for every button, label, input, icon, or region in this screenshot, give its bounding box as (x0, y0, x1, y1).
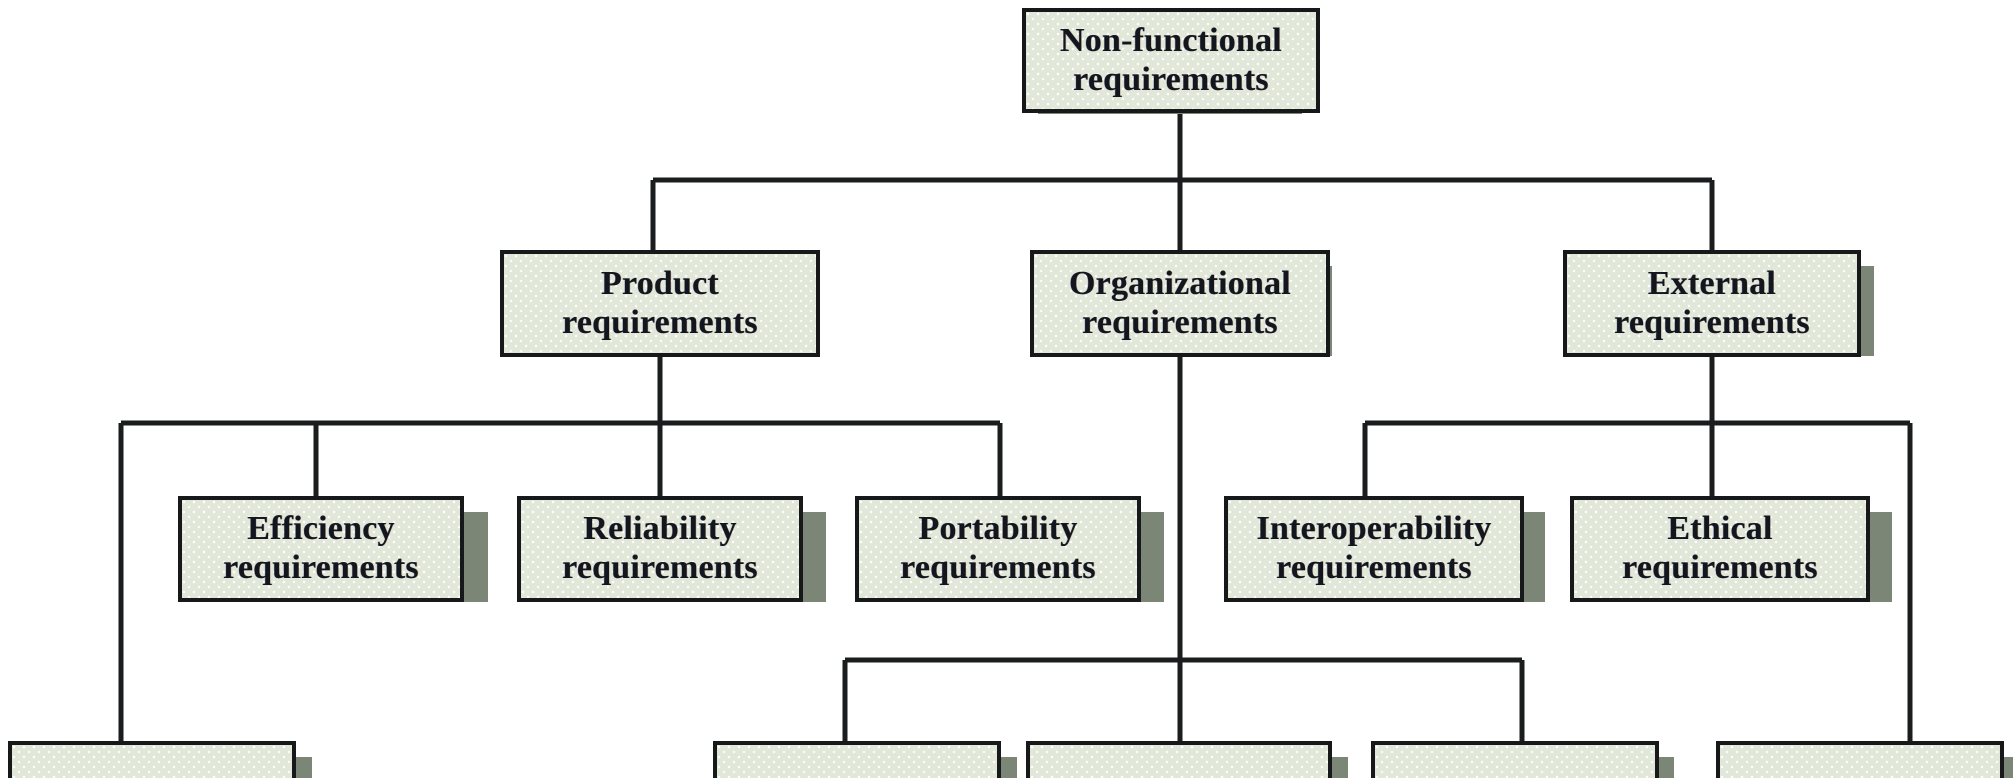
node-label-line1: Efficiency (247, 510, 395, 548)
node-interoperability-requirements[interactable]: Interoperability requirements (1224, 496, 1524, 602)
node-label-line1: Usability (86, 775, 218, 778)
node-label-line1: Interoperability (1256, 510, 1492, 548)
node-label-line2: requirements (562, 549, 758, 586)
node-efficiency-requirements[interactable]: Efficiency requirements (178, 496, 464, 602)
node-usability[interactable]: Usability (8, 741, 296, 778)
node-label-line1: External (1647, 264, 1777, 302)
node-label-line2: requirements (1276, 549, 1472, 586)
node-non-functional-requirements[interactable]: Non-functional requirements (1022, 8, 1320, 113)
node-label-line1: Non-functional (1060, 21, 1282, 59)
node-label-line1: Ethical (1667, 510, 1773, 548)
node-portability-requirements[interactable]: Portability requirements (855, 496, 1141, 602)
node-standards[interactable]: Standards (1371, 741, 1659, 778)
node-product-requirements[interactable]: Product requirements (500, 250, 820, 357)
node-label-line2: requirements (1082, 303, 1278, 341)
node-label-line1: Legislative (1781, 775, 1940, 778)
node-label-line2: requirements (1614, 303, 1810, 341)
node-label-line2: requirements (1073, 60, 1269, 98)
node-label-line2: requirements (562, 303, 758, 341)
node-ethical-requirements[interactable]: Ethical requirements (1570, 496, 1870, 602)
node-label-line1: Standards (1439, 775, 1590, 778)
node-label-line1: Portability (918, 510, 1078, 548)
node-reliability-requirements[interactable]: Reliability requirements (517, 496, 803, 602)
node-legislative[interactable]: Legislative (1716, 741, 2004, 778)
node-label-line1: Reliability (583, 510, 737, 548)
node-implementation[interactable]: Implementation (1026, 741, 1332, 778)
node-organizational-requirements[interactable]: Organizational requirements (1030, 250, 1330, 357)
node-label-line2: requirements (900, 549, 1096, 586)
node-external-requirements[interactable]: External requirements (1563, 250, 1861, 357)
node-label-line1: Implementation (1061, 775, 1296, 778)
node-label-line1: Delivery (795, 775, 919, 778)
node-delivery[interactable]: Delivery (713, 741, 1001, 778)
node-label-line2: requirements (223, 549, 419, 586)
node-label-line2: requirements (1622, 549, 1818, 586)
node-label-line1: Product (601, 264, 719, 302)
node-label-line1: Organizational (1069, 264, 1291, 302)
